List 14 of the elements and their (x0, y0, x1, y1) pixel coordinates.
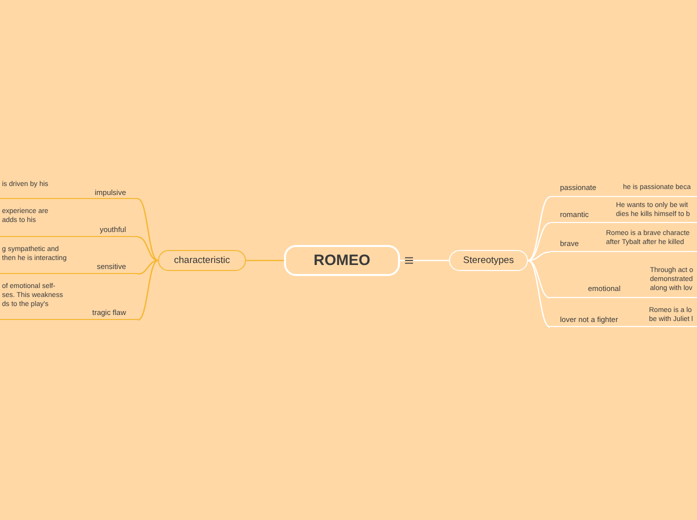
topic-box: Stereotypes (449, 250, 528, 271)
branch-line (528, 251, 550, 262)
branch-line (138, 236, 158, 262)
central-topic: ROMEO (284, 245, 400, 276)
branch-line (246, 260, 284, 262)
topic-box: characteristic (158, 250, 246, 271)
branch-line (400, 260, 449, 262)
branch-line (528, 260, 550, 328)
branch-line (138, 198, 158, 262)
branch-line (528, 260, 550, 299)
branch-line (138, 260, 158, 321)
branch-line (528, 196, 550, 262)
branch-line (138, 260, 158, 275)
branch-line (528, 222, 550, 262)
